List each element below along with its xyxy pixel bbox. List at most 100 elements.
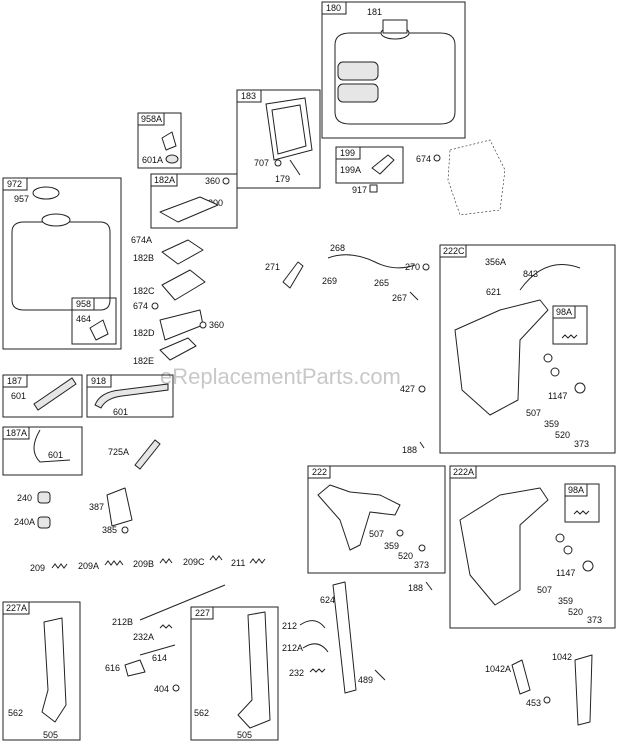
engine-outline — [447, 139, 506, 216]
tag-918 — [86, 374, 112, 388]
group-199[interactable]: 199 199A 917 — [335, 146, 404, 195]
group-972-fuel-tank[interactable]: 972 957 958 464 — [2, 177, 122, 350]
bracket-182a — [159, 196, 219, 223]
bolt-179 — [289, 159, 301, 176]
group-182a[interactable]: 182A 360 1200 — [150, 173, 238, 229]
label-385: 385 — [102, 525, 117, 535]
label-917: 917 — [352, 185, 367, 195]
spring-98a — [561, 334, 578, 339]
label-269: 269 — [322, 276, 337, 286]
part-1042a — [511, 659, 531, 695]
box-182a — [150, 173, 238, 229]
label-601-187a: 601 — [48, 450, 63, 460]
label-188-bot: 188 — [408, 583, 423, 593]
label-464: 464 — [76, 314, 91, 324]
box-187 — [2, 374, 83, 418]
group-187a[interactable]: 187A 601 — [2, 426, 83, 476]
label-972: 972 — [7, 179, 22, 189]
label-1042: 1042 — [552, 652, 572, 662]
label-373-1: 373 — [574, 439, 589, 449]
fuel-cap-181 — [382, 19, 408, 34]
label-621: 621 — [486, 287, 501, 297]
screw — [418, 544, 426, 552]
tag-187a — [2, 426, 30, 440]
rod-212b — [139, 584, 226, 621]
box-222c — [439, 244, 616, 454]
label-505-a: 505 — [43, 730, 58, 740]
label-240a: 240A — [14, 517, 35, 527]
box-180 — [321, 1, 466, 139]
label-232a: 232A — [133, 632, 154, 642]
label-268: 268 — [330, 243, 345, 253]
box-227 — [190, 606, 279, 741]
box-187a — [2, 426, 83, 476]
cap-957 — [32, 186, 60, 200]
group-227a[interactable]: 227A 562 505 — [2, 601, 81, 741]
group-918[interactable]: 918 601 — [86, 374, 174, 418]
group-222c[interactable]: 222C 356A 843 621 98A 1147 507 359 520 3… — [439, 244, 616, 454]
group-958a[interactable]: 958A 601A — [137, 112, 182, 169]
label-520-1: 520 — [555, 430, 570, 440]
group-180-fuel-tank[interactable]: 180 181 — [321, 1, 466, 139]
cable-268 — [327, 254, 416, 269]
washer — [555, 533, 565, 543]
screw-267 — [409, 291, 419, 301]
clip-917 — [369, 184, 378, 193]
label-212b: 212B — [112, 617, 133, 627]
label-227a: 227A — [6, 603, 27, 613]
tag-958 — [71, 297, 95, 311]
lever-624 — [332, 581, 357, 694]
label-212: 212 — [282, 621, 297, 631]
label-507-2: 507 — [369, 529, 384, 539]
group-222a[interactable]: 222A 98A 1147 507 359 520 373 — [449, 465, 616, 629]
box-918 — [86, 374, 174, 418]
label-211: 211 — [231, 558, 245, 568]
spring-232 — [309, 668, 326, 673]
label-616: 616 — [105, 663, 120, 673]
label-707: 707 — [254, 158, 269, 168]
group-227[interactable]: 227 562 505 — [190, 606, 279, 741]
screw-453 — [543, 696, 551, 704]
fuel-line-187 — [33, 377, 77, 411]
clamp-601a — [165, 154, 179, 164]
fuel-line-187a — [33, 429, 71, 463]
label-222: 222 — [312, 467, 327, 477]
group-183[interactable]: 183 707 179 — [236, 89, 321, 189]
label-98a-1: 98A — [556, 307, 572, 317]
tag-98a-1 — [552, 305, 576, 319]
label-222c: 222C — [443, 246, 465, 256]
label-271: 271 — [265, 262, 280, 272]
screw-188 — [419, 441, 425, 449]
tag-222a — [449, 465, 477, 479]
screw-360 — [222, 177, 230, 185]
label-209c: 209C — [183, 557, 205, 567]
label-270: 270 — [405, 262, 420, 272]
lever-227 — [237, 611, 271, 729]
label-507-1: 507 — [526, 408, 541, 418]
tag-180 — [321, 1, 347, 15]
tag-222 — [307, 465, 331, 479]
control-bracket-222c — [454, 299, 549, 416]
label-232: 232 — [289, 668, 304, 678]
label-182e: 182E — [133, 356, 154, 366]
lever-227a — [41, 617, 67, 723]
label-179: 179 — [275, 174, 290, 184]
label-562-a: 562 — [8, 708, 23, 718]
group-222[interactable]: 222 507 359 520 373 — [307, 465, 446, 574]
label-489: 489 — [358, 675, 373, 685]
tag-199 — [335, 146, 361, 160]
screw-360 — [199, 321, 207, 329]
box-222a — [449, 465, 616, 629]
label-359-1: 359 — [544, 419, 559, 429]
group-187[interactable]: 187 601 — [2, 374, 83, 418]
label-209a: 209A — [78, 561, 99, 571]
label-182b: 182B — [133, 253, 154, 263]
fuel-tank-972 — [11, 221, 111, 311]
label-182c: 182C — [133, 286, 155, 296]
label-359-2: 359 — [384, 541, 399, 551]
spring-209c — [209, 555, 223, 561]
washer — [543, 353, 553, 363]
label-188-top: 188 — [402, 445, 417, 455]
label-674a: 674A — [131, 235, 152, 245]
